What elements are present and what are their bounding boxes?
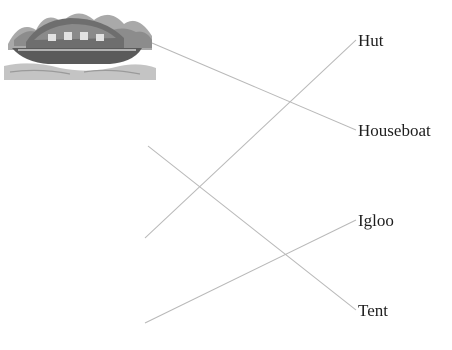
match-line-houseboat-to-houseboat (151, 42, 357, 131)
houseboat-picture (4, 13, 156, 80)
match-line-igloo-to-igloo (144, 219, 357, 324)
match-line-hut-to-hut (144, 39, 357, 239)
word-houseboat: Houseboat (358, 121, 431, 140)
match-line-cottage-to-tent (147, 145, 357, 311)
word-igloo: Igloo (358, 211, 394, 230)
word-hut: Hut (358, 31, 384, 50)
word-tent: Tent (358, 301, 388, 320)
